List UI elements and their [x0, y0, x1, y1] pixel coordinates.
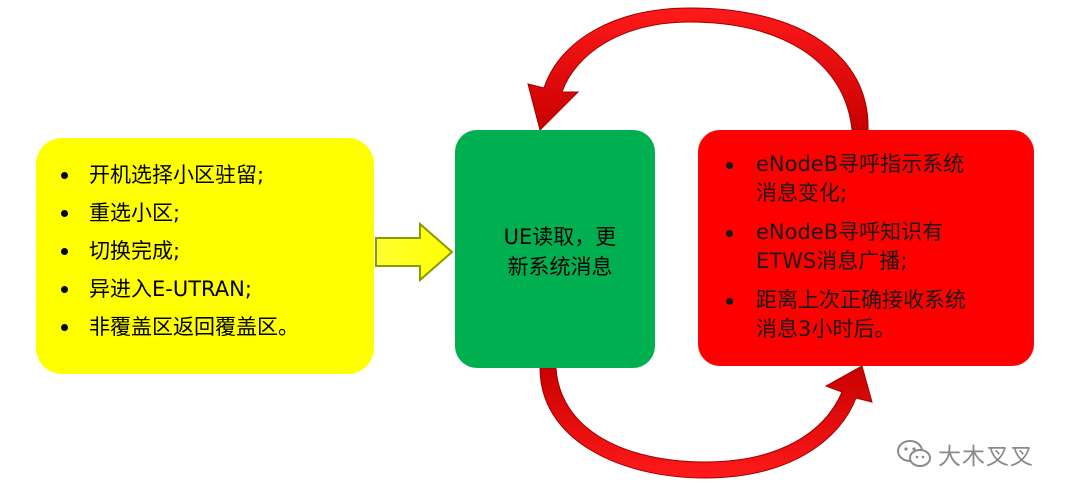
list-item: 重选小区;	[60, 198, 366, 228]
hollow-right-arrow	[375, 221, 454, 283]
list-item-line: eNodeB寻呼指示系统	[756, 152, 965, 176]
bottom-curved-arrow	[539, 365, 873, 479]
list-item-line: 消息变化;	[756, 181, 848, 205]
list-item-line: 距离上次正确接收系统	[756, 288, 966, 312]
trigger-conditions-list: 开机选择小区驻留; 重选小区; 切换完成; 异进入E-UTRAN; 非覆盖区返回…	[60, 160, 366, 350]
list-item: eNodeB寻呼指示系统 消息变化;	[722, 150, 1024, 208]
list-item-line: 消息3小时后。	[756, 317, 896, 341]
process-label-line: UE读取，更	[503, 225, 617, 249]
watermark: 大木叉叉	[896, 436, 1034, 472]
process-box: UE读取，更 新系统消息	[455, 130, 655, 368]
list-item: 非覆盖区返回覆盖区。	[60, 312, 366, 342]
process-label-line: 新系统消息	[507, 255, 613, 279]
update-conditions-box: eNodeB寻呼指示系统 消息变化; eNodeB寻呼知识有 ETWS消息广播;…	[698, 130, 1034, 366]
list-item: 异进入E-UTRAN;	[60, 274, 366, 304]
list-item-line: ETWS消息广播;	[756, 249, 908, 273]
list-item: 开机选择小区驻留;	[60, 160, 366, 190]
wechat-icon	[897, 440, 931, 467]
process-label: UE读取，更 新系统消息	[485, 222, 635, 282]
watermark-text: 大木叉叉	[938, 444, 1034, 470]
list-item: 距离上次正确接收系统 消息3小时后。	[722, 286, 1024, 344]
list-item: eNodeB寻呼知识有 ETWS消息广播;	[722, 218, 1024, 276]
update-conditions-list: eNodeB寻呼指示系统 消息变化; eNodeB寻呼知识有 ETWS消息广播;…	[722, 150, 1024, 354]
list-item-line: eNodeB寻呼知识有	[756, 220, 944, 244]
list-item: 切换完成;	[60, 236, 366, 266]
top-curved-arrow	[527, 7, 869, 131]
trigger-conditions-box: 开机选择小区驻留; 重选小区; 切换完成; 异进入E-UTRAN; 非覆盖区返回…	[36, 138, 374, 374]
